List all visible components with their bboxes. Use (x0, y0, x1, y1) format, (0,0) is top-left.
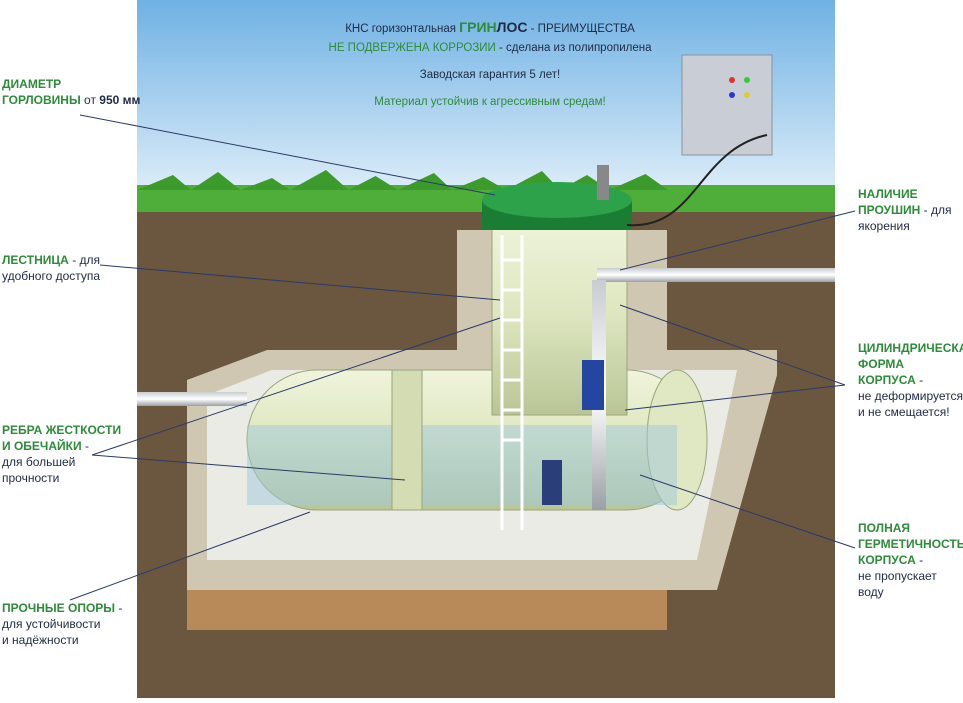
label-cylindrical-title-3: КОРПУСА (858, 373, 916, 387)
label-supports-title: ПРОЧНЫЕ ОПОРЫ (2, 601, 116, 615)
label-supports-desc: для устойчивости (2, 617, 101, 631)
label-lugs: НАЛИЧИЕ ПРОУШИН - для якорения (858, 186, 952, 234)
control-cable (626, 134, 768, 227)
label-cylindrical: ЦИЛИНДРИЧЕСКАЯ ФОРМА КОРПУСА - не деформ… (858, 340, 963, 420)
label-cylindrical-desc-2: и не смещается! (858, 405, 950, 419)
label-sealed-line-3: КОРПУСА - (858, 552, 963, 568)
callout-line-cylindrical-upper (619, 304, 846, 386)
callout-line-ladder (99, 264, 501, 301)
callout-line-diameter (79, 114, 496, 196)
label-cylindrical-dash: - (919, 373, 924, 387)
label-ladder-desc: - для (72, 253, 101, 267)
label-diameter-title-2: ГОРЛОВИНЫ (2, 93, 81, 107)
header-line-4: Материал устойчив к агрессивным средам! (374, 96, 606, 108)
label-supports-desc-2: и надёжности (2, 633, 79, 647)
illustration (137, 0, 835, 698)
label-lugs-desc: - для (923, 203, 952, 217)
label-ladder-title: ЛЕСТНИЦА (2, 253, 69, 267)
label-ribs: РЕБРА ЖЕСТКОСТИ И ОБЕЧАЙКИ - для большей… (2, 422, 121, 486)
callout-line-ribs-lower (91, 454, 406, 481)
indicator-light-green (744, 77, 750, 83)
header-line-2-text: - сделана из полипропилена (499, 42, 652, 54)
label-ribs-title-2: И ОБЕЧАЙКИ (2, 439, 82, 453)
label-sealed-title-3: КОРПУСА (858, 553, 916, 567)
label-cylindrical-desc: не деформируется (858, 389, 963, 403)
label-ladder-line-1: ЛЕСТНИЦА - для (2, 252, 100, 268)
callout-line-ribs-upper (91, 317, 501, 456)
valve (582, 360, 604, 410)
label-sealed: ПОЛНАЯ ГЕРМЕТИЧНОСТЬ КОРПУСА - не пропус… (858, 520, 963, 600)
indicator-light-blue (729, 92, 735, 98)
indicator-light-yellow (744, 92, 750, 98)
ladder (500, 235, 524, 530)
header-line-1: КНС горизонтальная ГРИНЛОС - ПРЕИМУЩЕСТВ… (300, 18, 680, 39)
inlet-pipe (137, 392, 247, 406)
callout-line-lugs (619, 210, 856, 271)
indicator-light-red (729, 77, 735, 83)
label-sealed-dash: - (919, 553, 924, 567)
header-line-2: НЕ ПОДВЕРЖЕНА КОРРОЗИИ - сделана из поли… (300, 39, 680, 58)
outlet-pipe (597, 268, 835, 282)
label-lugs-title-2: ПРОУШИН (858, 203, 921, 217)
label-lugs-title: НАЛИЧИЕ (858, 187, 918, 201)
label-diameter-title: ДИАМЕТР (2, 77, 62, 91)
header-block: КНС горизонтальная ГРИНЛОС - ПРЕИМУЩЕСТВ… (300, 18, 680, 112)
label-sealed-title-2: ГЕРМЕТИЧНОСТЬ (858, 537, 963, 551)
sand-base (187, 590, 667, 630)
hatch-lid (482, 182, 632, 218)
label-ladder-desc-2: удобного доступа (2, 269, 101, 283)
label-lugs-desc-2: якорения (858, 219, 910, 233)
label-ribs-desc: для большей (2, 455, 76, 469)
callout-line-cylindrical-lower (624, 384, 846, 411)
brand-name-dark: ЛОС (496, 19, 528, 35)
pump-station-illustration (137, 0, 835, 698)
label-ribs-title: РЕБРА ЖЕСТКОСТИ (2, 423, 122, 437)
header-line-3: Заводская гарантия 5 лет! (419, 69, 561, 81)
label-ribs-dash: - (84, 439, 89, 453)
vent-pipe (597, 165, 609, 200)
label-supports-dash: - (118, 601, 123, 615)
label-cylindrical-title: ЦИЛИНДРИЧЕСКАЯ (858, 341, 963, 355)
label-cylindrical-line-3: КОРПУСА - (858, 372, 963, 388)
label-sealed-desc: не пропускает воду (858, 569, 937, 599)
pump (542, 460, 562, 505)
label-diameter-desc: от (84, 93, 96, 107)
header-line-1-suffix: - ПРЕИМУЩЕСТВА (530, 23, 635, 35)
stiffening-rib (391, 369, 423, 511)
callout-line-sealed (639, 474, 856, 549)
label-diameter: ДИАМЕТР ГОРЛОВИНЫ от 950 мм (2, 76, 140, 108)
label-diameter-line-2: ГОРЛОВИНЫ от 950 мм (2, 92, 140, 108)
label-supports: ПРОЧНЫЕ ОПОРЫ - для устойчивости и надёж… (2, 600, 122, 648)
label-lugs-line-2: ПРОУШИН - для (858, 202, 952, 218)
label-cylindrical-title-2: ФОРМА (858, 357, 905, 371)
label-diameter-value: 950 мм (99, 93, 141, 107)
header-line-1-prefix: КНС горизонтальная (345, 23, 456, 35)
brand-name-green: ГРИН (459, 19, 497, 35)
label-ribs-line-2: И ОБЕЧАЙКИ - (2, 438, 121, 454)
label-sealed-title: ПОЛНАЯ (858, 521, 911, 535)
label-ladder: ЛЕСТНИЦА - для удобного доступа (2, 252, 100, 284)
label-ribs-desc-2: прочности (2, 471, 60, 485)
callout-line-supports (69, 511, 311, 601)
header-line-2-highlight: НЕ ПОДВЕРЖЕНА КОРРОЗИИ (328, 42, 496, 54)
label-supports-line-1: ПРОЧНЫЕ ОПОРЫ - (2, 600, 122, 616)
